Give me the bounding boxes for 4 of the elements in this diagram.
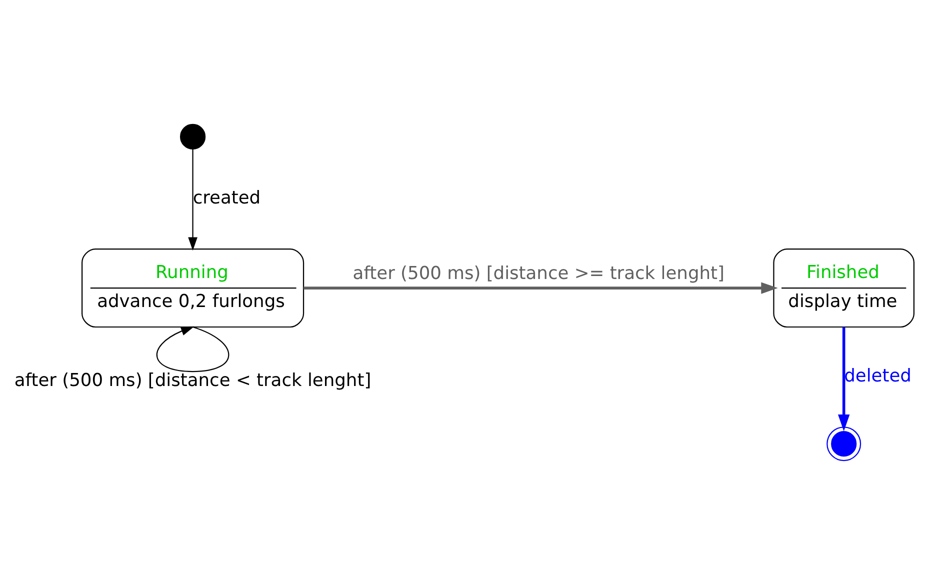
edge-label: created <box>192 187 261 208</box>
edge-label: deleted <box>844 365 912 386</box>
edge-label: after (500 ms) [distance < track lenght] <box>14 370 372 391</box>
edge-label: after (500 ms) [distance >= track lenght] <box>352 262 724 284</box>
